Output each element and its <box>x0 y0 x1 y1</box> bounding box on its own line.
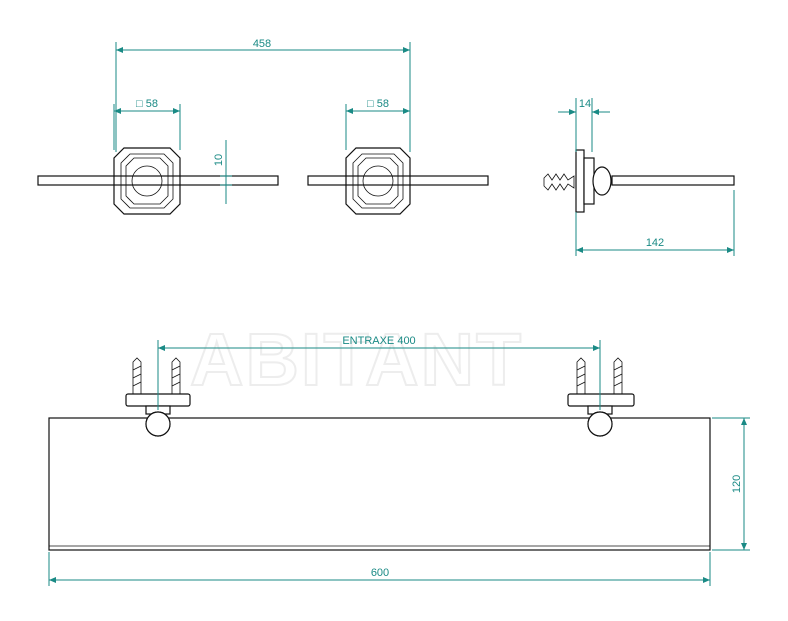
left-base-dim-label: □ 58 <box>136 98 158 110</box>
shelf-view: ENTRAXE 400 120 600 <box>48 335 750 586</box>
base-depth-dim-label: 14 <box>579 98 591 110</box>
entraxe-dim-label: ENTRAXE 400 <box>342 335 415 347</box>
side-glass-shelf <box>611 175 735 186</box>
right-glass-edge <box>307 175 489 186</box>
thickness-dim-label: 10 <box>213 154 225 166</box>
height-dim-label: 120 <box>731 475 743 493</box>
watermark-text: ABITANT <box>190 318 523 401</box>
projection-dim-label: 142 <box>646 237 664 249</box>
width-dim-label: 600 <box>371 567 389 579</box>
glass-shelf-front <box>48 417 711 551</box>
left-bracket <box>113 147 181 215</box>
wall-plug <box>543 173 575 191</box>
side-base-plate <box>575 149 585 213</box>
side-view: 14 142 <box>543 98 735 256</box>
front-view: 458 □ 58 □ 58 10 <box>37 38 489 215</box>
centers-dim-label: 458 <box>253 38 271 50</box>
right-bracket <box>345 147 411 215</box>
side-ball <box>592 166 612 196</box>
left-glass-edge <box>37 175 279 186</box>
right-base-dim-label: □ 58 <box>367 98 389 110</box>
